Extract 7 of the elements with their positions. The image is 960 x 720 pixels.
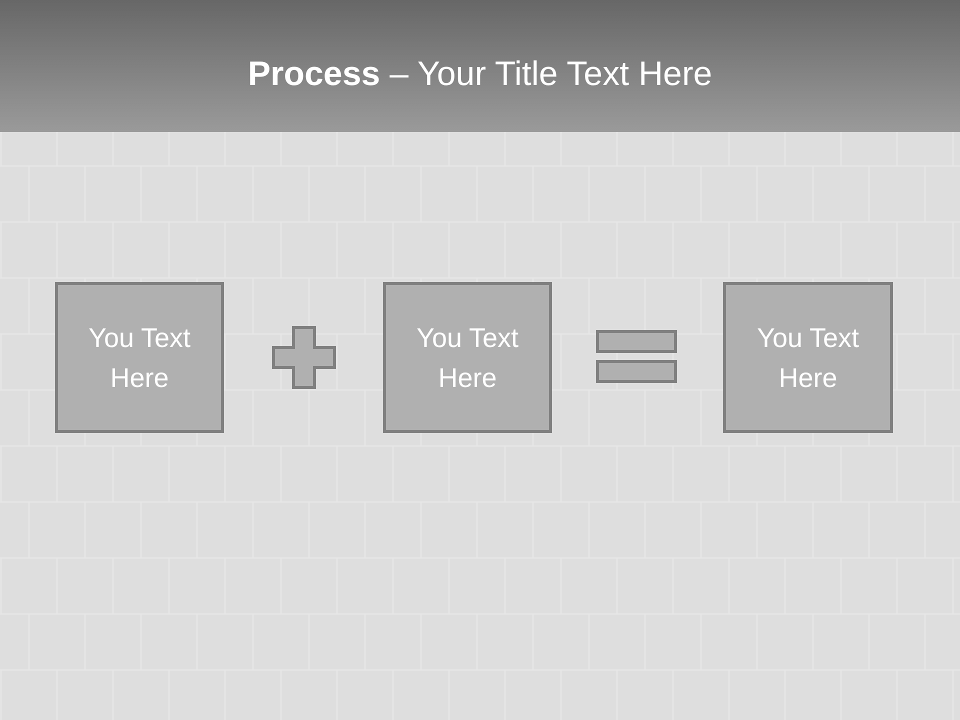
process-box — [55, 282, 224, 433]
box-text: You Text Here — [756, 322, 860, 394]
process-box — [723, 282, 893, 433]
process-box — [383, 282, 552, 433]
title: Process – Your Title Text Here — [248, 54, 712, 95]
box-text: You Text Here — [415, 322, 520, 394]
box-text: You Text Here — [87, 322, 192, 394]
